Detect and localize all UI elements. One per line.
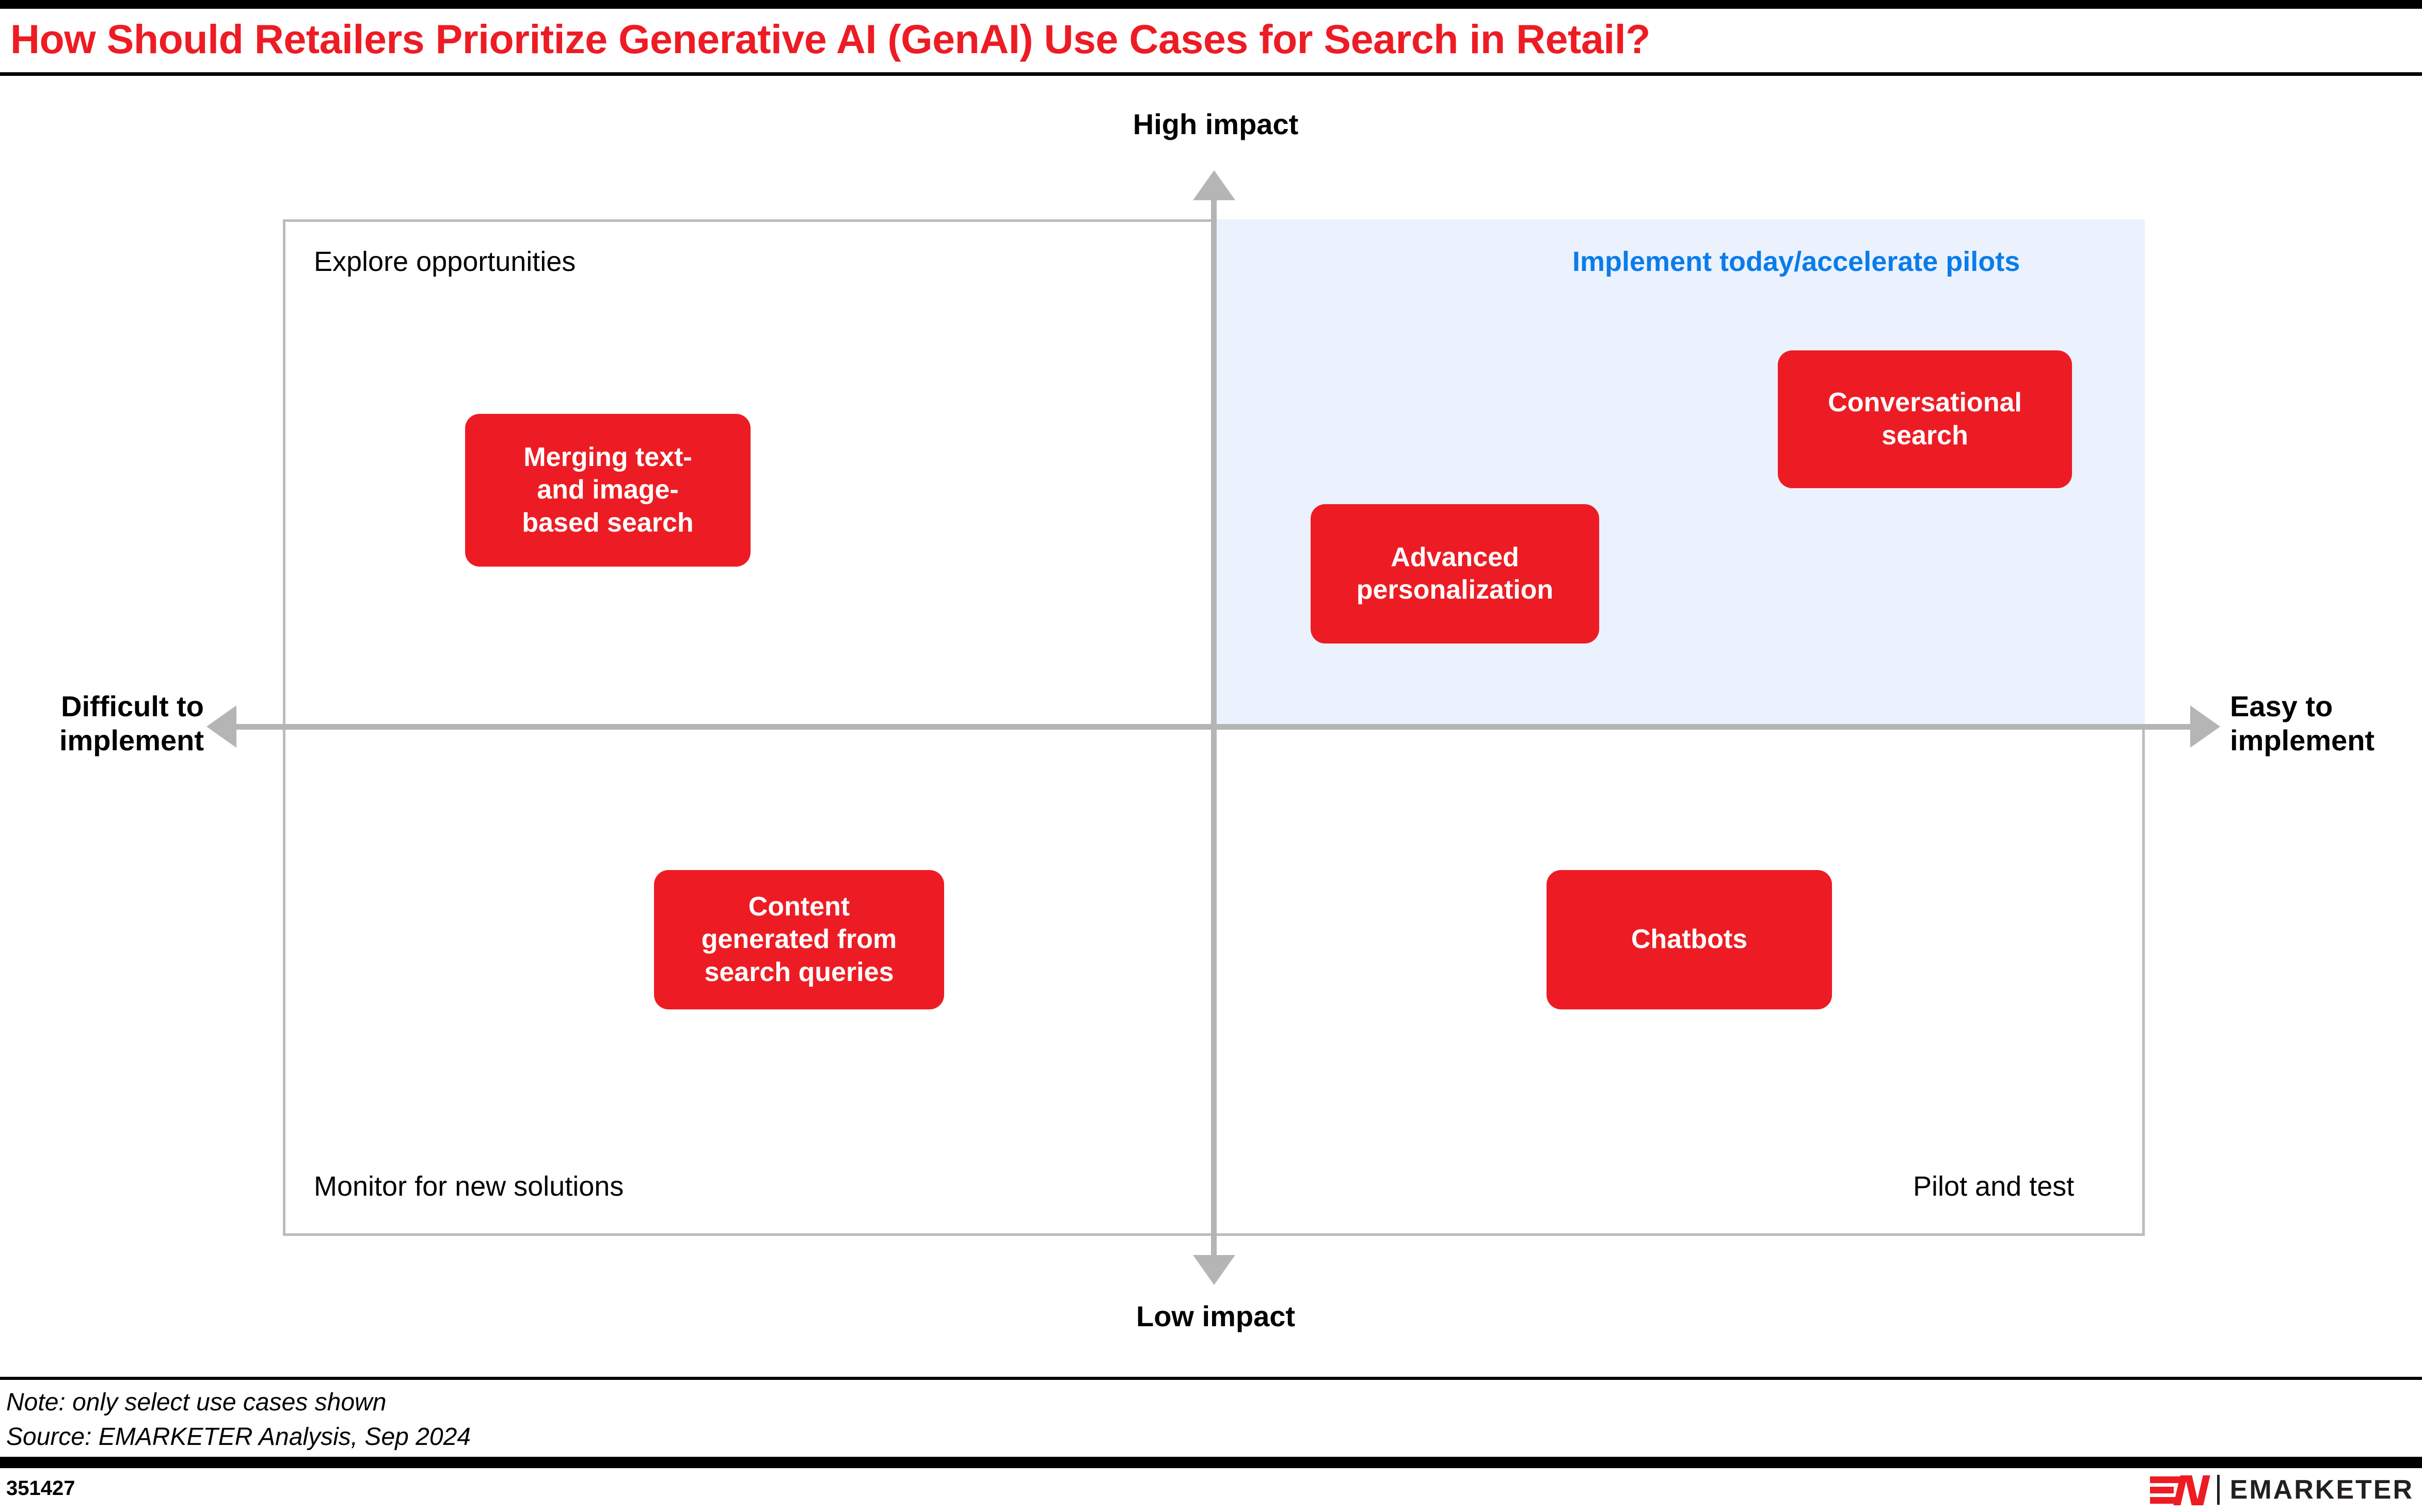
arrow-down-icon [1193, 1255, 1235, 1285]
footnote-source: Source: EMARKETER Analysis, Sep 2024 [6, 1423, 471, 1451]
quadrant-label-explore-opportunities: Explore opportunities [314, 246, 576, 277]
use-case-box-label: Merging text-and image-based search [522, 442, 694, 538]
use-case-box[interactable]: Merging text-and image-based search [465, 414, 751, 567]
footnote-note: Note: only select use cases shown [6, 1389, 387, 1416]
axis-label-high-impact: High impact [1133, 108, 1299, 140]
quadrant-label-monitor-new-solutions: Monitor for new solutions [314, 1171, 624, 1202]
chart-id-number: 351427 [6, 1477, 75, 1500]
arrow-up-icon [1193, 170, 1235, 200]
logo-divider [2217, 1475, 2220, 1505]
arrow-right-icon [2190, 705, 2220, 748]
title-divider-rule [0, 72, 2422, 76]
use-case-box-label: Chatbots [1631, 924, 1748, 955]
page-title: How Should Retailers Prioritize Generati… [10, 16, 1650, 62]
emarketer-logo: EMARKETER [2149, 1474, 2414, 1506]
axis-label-low-impact: Low impact [1136, 1300, 1296, 1332]
horizontal-axis-line [235, 724, 2191, 730]
logo-wordmark: EMARKETER [2229, 1475, 2414, 1505]
top-divider-rule [0, 0, 2422, 9]
quadrant-label-implement-today: Implement today/accelerate pilots [1572, 246, 2020, 277]
arrow-left-icon [206, 705, 236, 748]
use-case-box[interactable]: Chatbots [1547, 870, 1832, 1009]
footnote-divider-rule [0, 1377, 2422, 1380]
vertical-axis-line [1211, 182, 1217, 1281]
bottom-divider-bar [0, 1457, 2422, 1468]
quadrant-label-pilot-and-test: Pilot and test [1913, 1171, 2075, 1202]
em-monogram-icon [2149, 1474, 2210, 1505]
